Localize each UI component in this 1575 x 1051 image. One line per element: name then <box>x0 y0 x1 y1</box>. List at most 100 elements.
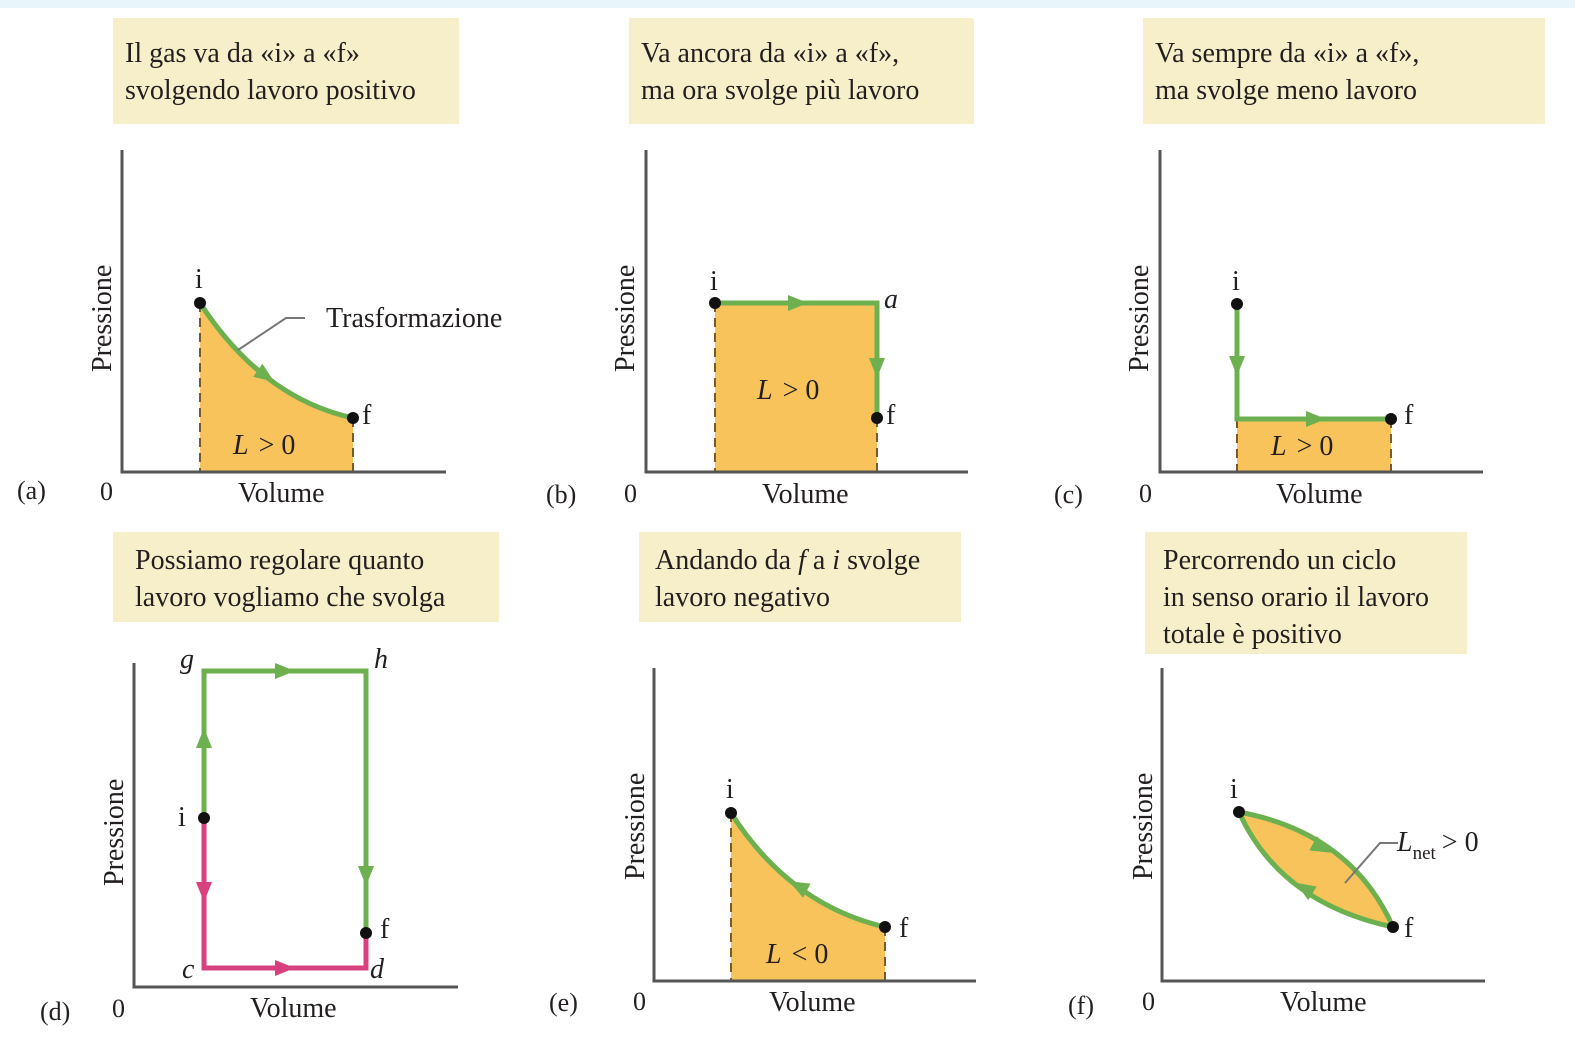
caption-a: Il gas va da «i» a «f» svolgendo lavoro … <box>113 18 459 124</box>
direction-arrow-e <box>789 881 811 898</box>
top-border <box>0 0 1575 8</box>
point-i-f <box>1233 806 1245 818</box>
label-i-b: i <box>710 266 718 297</box>
panel-letter-a: (a) <box>17 476 46 505</box>
direction-arrow-a <box>253 363 275 382</box>
label-f-d: f <box>380 914 390 945</box>
pv-diagram-e: i f L< 0 <box>652 668 976 983</box>
origin-zero-a: 0 <box>100 477 113 506</box>
label-d-d: d <box>370 954 385 985</box>
panel-letter-e: (e) <box>549 988 578 1017</box>
caption-f-line2: in senso orario il lavoro <box>1163 582 1429 613</box>
work-label-e: L< 0 <box>765 939 828 970</box>
caption-c-line1: Va sempre da «i» a «f», <box>1155 38 1420 69</box>
axes-a <box>120 150 446 474</box>
label-f-b: f <box>886 400 896 431</box>
work-label-f: Lnet> 0 <box>1396 827 1479 864</box>
origin-zero-d: 0 <box>112 994 125 1023</box>
direction-arrow-d3 <box>358 866 374 886</box>
caption-f-line3: totale è positivo <box>1163 619 1342 650</box>
work-label-b: L> 0 <box>756 375 819 406</box>
origin-zero-b: 0 <box>624 479 637 508</box>
label-i-f: i <box>1230 774 1238 805</box>
point-f-c <box>1385 413 1397 425</box>
panel-letter-d: (d) <box>40 997 71 1026</box>
caption-a-line2: svolgendo lavoro positivo <box>125 75 416 106</box>
work-area-c <box>1237 419 1391 472</box>
origin-zero-c: 0 <box>1139 479 1152 508</box>
caption-f-line1: Percorrendo un ciclo <box>1163 545 1397 576</box>
pv-diagram-d: g h i f c d <box>132 644 458 989</box>
label-f-e: f <box>899 913 909 944</box>
caption-c-line2: ma svolge meno lavoro <box>1155 75 1418 106</box>
point-f-d <box>360 927 372 939</box>
label-h-d: h <box>374 644 388 675</box>
point-f-b <box>871 412 883 424</box>
label-i-e: i <box>726 774 734 805</box>
x-axis-label-c: Volume <box>1276 479 1363 510</box>
point-i-e <box>725 807 737 819</box>
label-f-c: f <box>1404 400 1414 431</box>
direction-arrow-b1 <box>788 295 808 311</box>
label-f-a: f <box>362 400 372 431</box>
process-path-d-green <box>201 668 369 933</box>
label-i-a: i <box>195 264 203 295</box>
process-path-c <box>1234 304 1391 422</box>
axes-e <box>652 668 976 983</box>
caption-c: Va sempre da «i» a «f», ma svolge meno l… <box>1143 18 1545 124</box>
caption-d: Possiamo regolare quanto lavoro vogliamo… <box>113 532 499 622</box>
pv-diagram-f: i f Lnet> 0 <box>1160 668 1485 983</box>
direction-arrow-f1 <box>1309 836 1331 853</box>
work-label-a: L> 0 <box>232 430 295 461</box>
caption-b: Va ancora da «i» a «f», ma ora svolge pi… <box>629 18 974 124</box>
panel-letter-b: (b) <box>546 480 577 509</box>
process-path-b <box>715 300 880 418</box>
origin-zero-e: 0 <box>633 987 646 1016</box>
work-label-c: L> 0 <box>1270 431 1333 462</box>
caption-f: Percorrendo un ciclo in senso orario il … <box>1145 532 1467 654</box>
x-axis-label-a: Volume <box>238 478 325 509</box>
label-i-c: i <box>1232 266 1240 297</box>
direction-arrow-d4 <box>196 882 212 902</box>
callout-label-a: Trasformazione <box>326 303 502 334</box>
direction-arrow-d2 <box>275 663 295 679</box>
axes-c <box>1158 150 1483 474</box>
direction-arrow-f2 <box>1295 882 1317 901</box>
x-axis-label-d: Volume <box>250 993 337 1024</box>
caption-a-line1: Il gas va da «i» a «f» <box>125 38 360 69</box>
label-a-b: a <box>884 284 898 315</box>
caption-b-line1: Va ancora da «i» a «f», <box>641 38 900 69</box>
callout-leader-f <box>1344 842 1398 884</box>
caption-e-line1: Andando da f a i svolge <box>655 545 921 576</box>
axes-b <box>644 150 968 474</box>
pv-diagram-a: i f Trasformazione L> 0 <box>120 150 502 474</box>
axes-f <box>1160 668 1485 983</box>
x-axis-label-e: Volume <box>769 987 856 1018</box>
label-i-d: i <box>178 802 186 833</box>
x-axis-label-b: Volume <box>762 479 849 510</box>
panel-letter-c: (c) <box>1054 480 1083 509</box>
axes-d <box>132 663 458 989</box>
point-i-b <box>709 297 721 309</box>
label-c-d: c <box>182 954 195 985</box>
pv-diagram-b: i a f L> 0 <box>644 150 968 474</box>
callout-leader-a <box>237 317 305 351</box>
caption-d-line1: Possiamo regolare quanto <box>135 545 425 576</box>
caption-e: Andando da f a i svolge lavoro negativo <box>639 532 961 622</box>
caption-e-line2: lavoro negativo <box>655 582 830 613</box>
point-f-e <box>879 921 891 933</box>
point-i-a <box>194 297 206 309</box>
label-g-d: g <box>180 644 194 675</box>
direction-arrow-c1 <box>1229 356 1245 376</box>
label-f-f: f <box>1404 913 1414 944</box>
point-i-d <box>198 812 210 824</box>
cycle-area-f <box>1234 808 1398 931</box>
process-path-d-pink <box>201 818 369 971</box>
panel-letter-f: (f) <box>1068 991 1094 1020</box>
x-axis-label-f: Volume <box>1280 987 1367 1018</box>
work-area-b <box>715 303 877 472</box>
caption-b-line2: ma ora svolge più lavoro <box>641 75 920 106</box>
origin-zero-f: 0 <box>1142 987 1155 1016</box>
pv-diagram-c: i f L> 0 <box>1158 150 1483 474</box>
